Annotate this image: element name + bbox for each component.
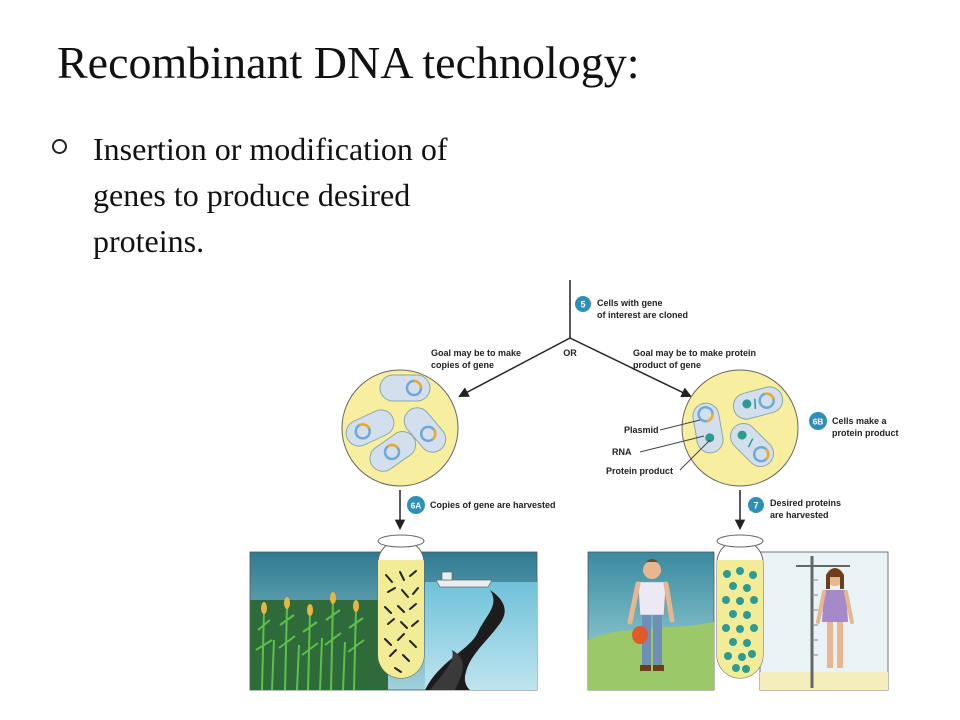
- corn-plants: [255, 599, 365, 691]
- right-goal-line2: product of gene: [633, 360, 701, 370]
- tanker-ship-icon: [435, 571, 493, 588]
- step7-badge: [748, 497, 764, 513]
- step7-line1: Desired proteins: [770, 498, 841, 508]
- step6b-line1: Cells make a: [832, 416, 888, 426]
- gene-copies-test-tube: [377, 534, 425, 679]
- step6b-badge: [809, 412, 827, 430]
- left-goal-line2: copies of gene: [431, 360, 494, 370]
- step6b-line2: protein product: [832, 428, 899, 438]
- height-measure-icon: [796, 556, 850, 688]
- step6a-label: 6A Copies of gene are harvested: [407, 496, 556, 514]
- step6a-badge: [407, 496, 425, 514]
- step6b-number: 6B: [813, 417, 824, 427]
- protein-molecules: [722, 567, 758, 673]
- step6b-label: 6B Cells make a protein product: [809, 412, 899, 438]
- or-label: OR: [563, 348, 577, 358]
- bacterium-cell: [369, 431, 417, 472]
- step7-line2: are harvested: [770, 510, 829, 520]
- gene-fragments: [384, 570, 419, 673]
- branch-arrows: [458, 280, 692, 398]
- left-goal-line1: Goal may be to make: [431, 348, 521, 358]
- protein-product-label: Protein product: [606, 466, 673, 476]
- bacterium-cell: [732, 386, 784, 420]
- girl-figure: [816, 568, 854, 668]
- plasmid-label: Plasmid: [624, 425, 659, 435]
- rna-label: RNA: [612, 447, 632, 457]
- step7-label: 7 Desired proteins are harvested: [748, 497, 841, 520]
- step5-number: 5: [580, 300, 585, 310]
- protein-test-tube: [716, 534, 764, 679]
- step7-number: 7: [753, 501, 758, 511]
- corn-tassels: [261, 592, 359, 616]
- step5-badge: [575, 296, 591, 312]
- step6a-number: 6A: [411, 501, 422, 511]
- oil-spill: [425, 590, 505, 690]
- right-culture-dish: [681, 369, 799, 487]
- step5-line2: of interest are cloned: [597, 310, 688, 320]
- right-goal-line1: Goal may be to make protein: [633, 348, 756, 358]
- step5-label: 5 Cells with gene of interest are cloned: [575, 296, 688, 320]
- bacterium-cell: [345, 409, 395, 447]
- bullet-text: Insertion or modification of genes to pr…: [93, 131, 448, 259]
- bacterium-cell: [692, 402, 724, 454]
- growth-hormone-scene: [587, 551, 889, 691]
- bacterium-cell: [730, 423, 774, 467]
- step6a-line1: Copies of gene are harvested: [430, 500, 556, 510]
- step5-line1: Cells with gene: [597, 298, 663, 308]
- adult-man-figure: [627, 559, 675, 671]
- callout-lines: [639, 419, 711, 471]
- left-culture-dish: [341, 369, 459, 487]
- slide-title: Recombinant DNA technology:: [57, 37, 640, 88]
- frisbee-icon: [632, 626, 648, 644]
- bacterium-cell: [403, 407, 447, 453]
- bacterium-cell: [379, 374, 431, 402]
- hollow-circle-bullet-icon: [52, 139, 67, 154]
